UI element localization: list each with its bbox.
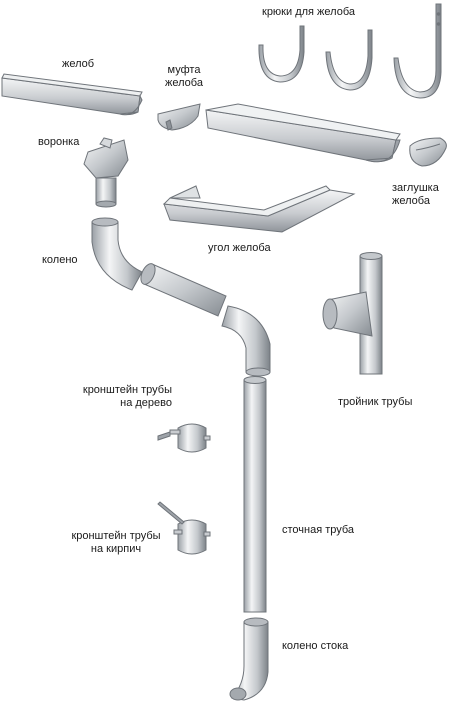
- gutter-long-section: [205, 103, 401, 163]
- downpipe: [243, 376, 267, 613]
- pipe-elbow-middle: [221, 305, 271, 377]
- gutter-coupling: [157, 103, 201, 131]
- label-downpipe: сточная труба: [282, 524, 355, 536]
- label-coupling-line2: желоба: [165, 77, 203, 89]
- gutter-hook-1: [258, 25, 305, 83]
- label-outlet-elbow: колено стока: [282, 640, 349, 652]
- pipe-diagonal-section: [140, 263, 227, 317]
- label-bracket-wood-line1: кронштейн трубы: [82, 384, 172, 396]
- label-coupling: муфта желоба: [158, 64, 210, 90]
- gutter-hook-3: [393, 3, 442, 99]
- gutter-section: [1, 73, 143, 116]
- label-gutter: желоб: [62, 58, 95, 70]
- funnel: [83, 137, 129, 208]
- label-elbow: колено: [42, 254, 78, 266]
- label-bracket-wood: кронштейн трубы на дерево: [60, 384, 172, 410]
- label-tee: тройник трубы: [338, 396, 413, 408]
- label-end-cap-line2: желоба: [392, 195, 430, 207]
- label-funnel: воронка: [38, 136, 80, 148]
- outlet-elbow: [229, 617, 269, 701]
- label-end-cap: заглушка желоба: [392, 182, 439, 208]
- pipe-bracket-brick: [157, 501, 211, 555]
- label-end-cap-line1: заглушка: [392, 182, 439, 194]
- label-bracket-brick-line1: кронштейн трубы: [71, 530, 161, 542]
- label-coupling-line1: муфта: [167, 64, 201, 76]
- label-bracket-brick: кронштейн трубы на кирпич: [66, 530, 166, 556]
- gutter-hook-2: [325, 29, 373, 91]
- gutter-corner: [162, 185, 356, 233]
- label-bracket-brick-line2: на кирпич: [90, 543, 142, 555]
- pipe-bracket-wood: [157, 423, 211, 453]
- pipe-tee: [322, 252, 383, 375]
- label-corner: угол желоба: [208, 242, 271, 254]
- label-hooks: крюки для желоба: [262, 6, 355, 18]
- pipe-elbow-upper: [91, 217, 143, 291]
- gutter-end-cap: [409, 137, 447, 167]
- label-bracket-wood-line2: на дерево: [120, 397, 172, 409]
